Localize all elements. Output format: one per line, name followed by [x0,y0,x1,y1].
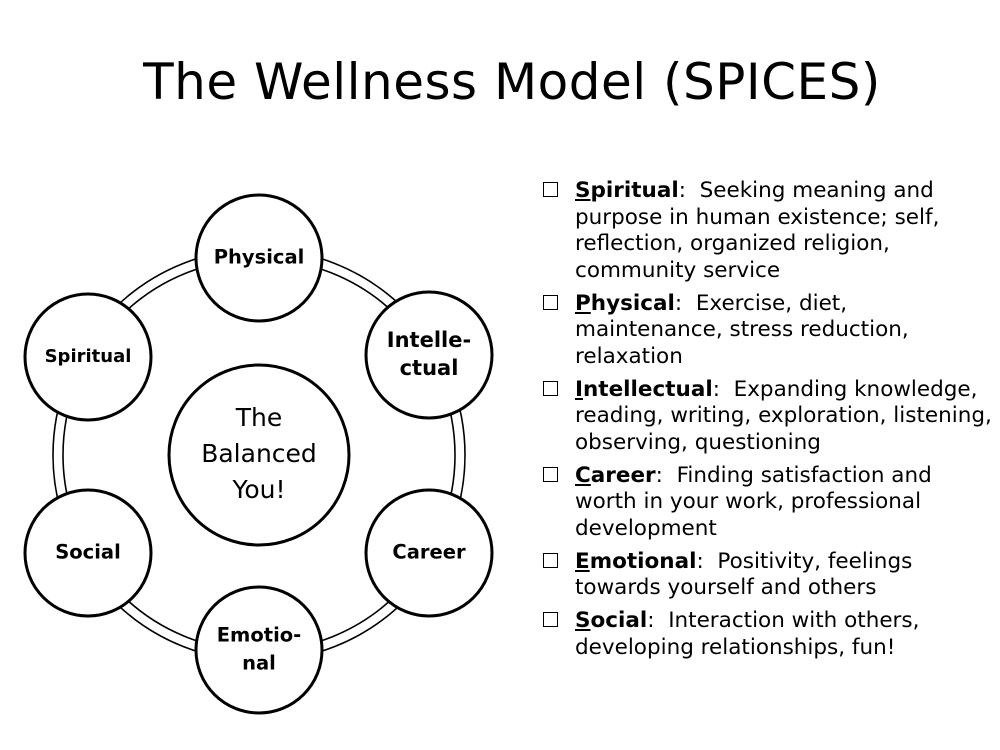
list-description: Seeking meaning and purpose in human exi… [575,178,940,283]
node-circle-physical [194,193,324,323]
node-label-emotional-line-1: Emotio- [217,624,302,647]
node-label-spiritual-line-1: Spiritual [45,346,132,367]
checkbox-icon [543,552,558,568]
node-spiritual: Spiritual [23,292,153,422]
list-item: Intellectual: Expanding knowledge, readi… [543,377,993,457]
node-label-emotional-line-2: nal [242,652,276,675]
list-term-initial: C [575,462,591,488]
list-description: Interaction with others, developing rela… [575,608,920,660]
node-label-career-line-1: Career [392,541,466,564]
center-circle [167,363,351,547]
node-intellectual: Intelle-ctual [364,290,494,420]
node-label-physical-line-1: Physical [214,246,305,269]
list-term: Social [575,608,647,633]
list-term-initial: S [575,178,591,203]
list-colon: : [647,608,655,633]
center-label-line-2: Balanced [201,439,317,468]
checkbox-icon [543,380,558,396]
list-term-rest: piritual [590,178,679,203]
node-label-intellectual-line-1: Intelle- [387,328,471,352]
center-label-line-3: You! [231,475,285,504]
node-circle-emotional [194,585,324,715]
list-description: Positivity, feelings towards yourself an… [575,548,913,601]
list-description: Exercise, diet, maintenance, stress redu… [575,290,909,369]
center-label-line-1: The [235,403,283,432]
list-colon: : [655,462,663,488]
node-career: Career [364,488,494,618]
list-term: Spiritual [575,178,679,203]
list-description: Expanding knowledge, reading, writing, e… [575,376,992,455]
list-term-rest: areer [590,462,656,488]
list-colon: : [674,290,683,316]
list-term: Career [575,463,656,488]
list-term-initial: I [575,376,583,402]
checkbox-icon [543,612,558,627]
spices-list: Spiritual: Seeking meaning and purpose i… [543,178,993,668]
list-description: Finding satisfaction and worth in your w… [575,462,932,541]
list-term-rest: motional [589,548,697,574]
node-label-intellectual-line-2: ctual [400,356,459,380]
node-physical: Physical [194,193,324,323]
list-item: Spiritual: Seeking meaning and purpose i… [543,178,993,284]
list-item: Career: Finding satisfaction and worth i… [543,463,993,543]
list-term-initial: E [575,548,590,574]
page-title: The Wellness Model (SPICES) [143,53,881,111]
checkbox-icon [543,294,558,310]
list-colon: : [696,548,704,574]
checkbox-icon [543,182,558,197]
node-circle-spiritual [23,292,153,422]
node-social: Social [23,488,153,618]
list-term-initial: S [575,608,591,633]
node-emotional: Emotio-nal [194,585,324,715]
list-item: Social: Interaction with others, develop… [543,608,993,661]
list-term: Emotional [575,549,696,574]
node-circle-social [23,488,153,618]
list-term-initial: P [575,290,591,316]
list-term: Physical [575,291,675,316]
list-colon: : [678,178,686,203]
list-term-rest: hysical [590,290,675,316]
node-circle-career [364,488,494,618]
list-term-rest: ocial [590,608,648,633]
checkbox-icon [543,466,558,482]
list-term: Intellectual [575,377,713,402]
node-label-social-line-1: Social [55,541,121,564]
list-item: Physical: Exercise, diet, maintenance, s… [543,291,993,371]
list-colon: : [712,376,720,402]
node-circle-intellectual [364,290,494,420]
list-item: Emotional: Positivity, feelings towards … [543,549,993,602]
list-term-rest: ntellectual [583,376,713,402]
